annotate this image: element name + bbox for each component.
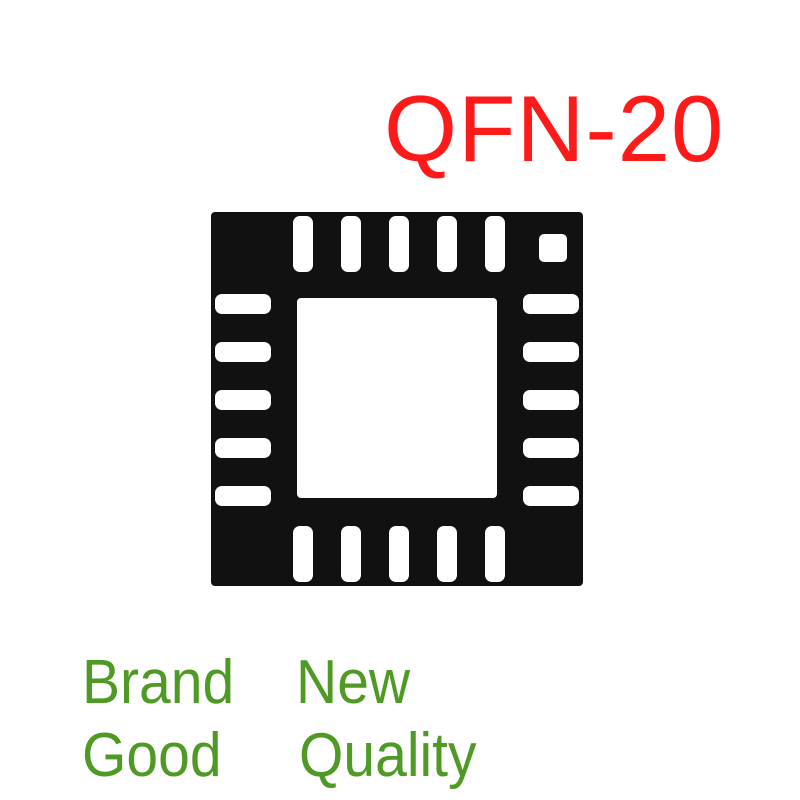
pin-right-2 bbox=[523, 342, 579, 362]
pin-top-4 bbox=[437, 216, 457, 272]
pin-bottom-3 bbox=[389, 526, 409, 582]
caption-brand: Brand bbox=[82, 648, 235, 717]
pin-right-4 bbox=[523, 438, 579, 458]
pin-bottom-1 bbox=[293, 526, 313, 582]
package-label: QFN-20 bbox=[384, 76, 725, 181]
pin-top-2 bbox=[341, 216, 361, 272]
pin-left-5 bbox=[215, 486, 271, 506]
pin-bottom-4 bbox=[437, 526, 457, 582]
pin-right-1 bbox=[523, 294, 579, 314]
pin-bottom-2 bbox=[341, 526, 361, 582]
pin-top-1 bbox=[293, 216, 313, 272]
pin-bottom-5 bbox=[485, 526, 505, 582]
pin-right-5 bbox=[523, 486, 579, 506]
pin-top-3 bbox=[389, 216, 409, 272]
pin-right-3 bbox=[523, 390, 579, 410]
pin1-marker bbox=[539, 234, 567, 262]
pin-left-1 bbox=[215, 294, 271, 314]
pin-left-2 bbox=[215, 342, 271, 362]
pin-top-5 bbox=[485, 216, 505, 272]
caption-new: New bbox=[296, 648, 411, 717]
thermal-pad bbox=[297, 298, 497, 498]
caption-good: Good bbox=[82, 721, 222, 790]
caption-quality: Quality bbox=[299, 721, 477, 790]
pin-left-4 bbox=[215, 438, 271, 458]
qfn-chip-image bbox=[211, 212, 583, 586]
pin-left-3 bbox=[215, 390, 271, 410]
